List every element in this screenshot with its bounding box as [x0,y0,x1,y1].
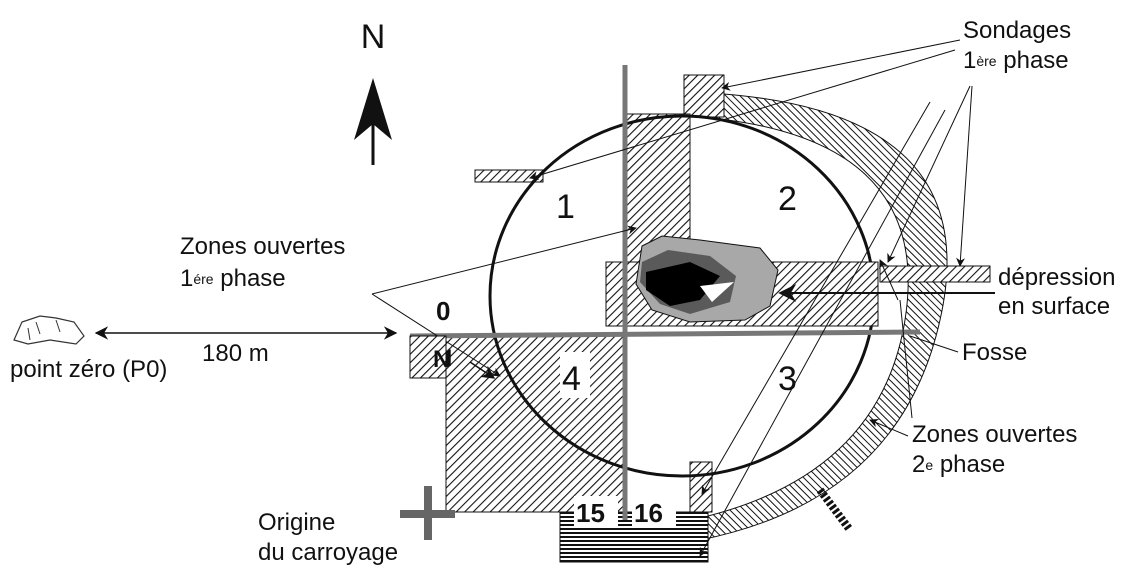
leader-sondages-f [701,101,931,495]
quadrant-16-label: 16 [634,498,663,528]
quadrant-4-label: 4 [562,360,581,398]
leader-sondages-b [529,49,956,180]
depression-label-line2: en surface [998,293,1110,320]
sondage-east [879,265,991,283]
point-zero-label: point zéro (P0) [10,356,167,383]
zones-1-label-line1: Zones ouvertes [180,233,345,260]
zones-1-label-line2: 1ére phase [180,265,286,292]
quadrant-15-label: 15 [576,498,605,528]
leader-sondages-e [699,109,946,557]
distance-label: 180 m [202,340,269,367]
fosse-white-wedge [700,282,734,302]
leader-zones2-b [899,299,913,419]
quadrant-16-label-bg [632,496,676,526]
sondage-southeast [816,487,854,533]
leader-sondages-a [721,39,961,91]
leader-zones1-b [371,293,501,377]
leader-zones1-a [371,225,637,295]
fosse-black-area [646,262,720,306]
grid-axis-horizontal [409,329,921,339]
zones-2-label-line2: 2e phase [912,451,1005,478]
quadrant-1-label: 1 [556,188,575,226]
north-arrow-icon [354,78,392,140]
zone-0-stub [409,335,447,379]
origin-label-line1: Origine [258,509,335,536]
sondages-label-line1: Sondages [963,17,1071,44]
zone-strip-16 [689,461,713,513]
sondages-label-line2: 1ère phase [963,47,1069,74]
leader-zones2-c [879,259,899,301]
rock-icon [13,315,85,345]
quadrant-0-label: 0 [436,296,450,326]
zones-2-label-line1: Zones ouvertes [912,421,1077,448]
sondage-top [683,74,725,118]
leader-sondages-c [887,85,971,263]
depression-label-line1: dépression [998,264,1115,291]
quadrant-3-label: 3 [778,360,797,398]
quadrant-15-label-bg [574,496,618,526]
quadrant-n-arrow [469,361,496,379]
fosse-label: Fosse [962,339,1027,366]
leader-zones2-a [869,418,909,437]
rock-icon-detail [27,319,61,341]
leader-fosse [909,335,959,353]
leader-sondages-d [956,85,973,267]
north-label: N [361,18,386,56]
sondage-west [474,169,544,183]
quadrant-n-label-over: N [433,346,450,373]
quadrant-2-label: 2 [778,180,797,218]
origin-label-line2: du carroyage [258,539,398,566]
quadrant-4-label-bg [560,352,590,398]
